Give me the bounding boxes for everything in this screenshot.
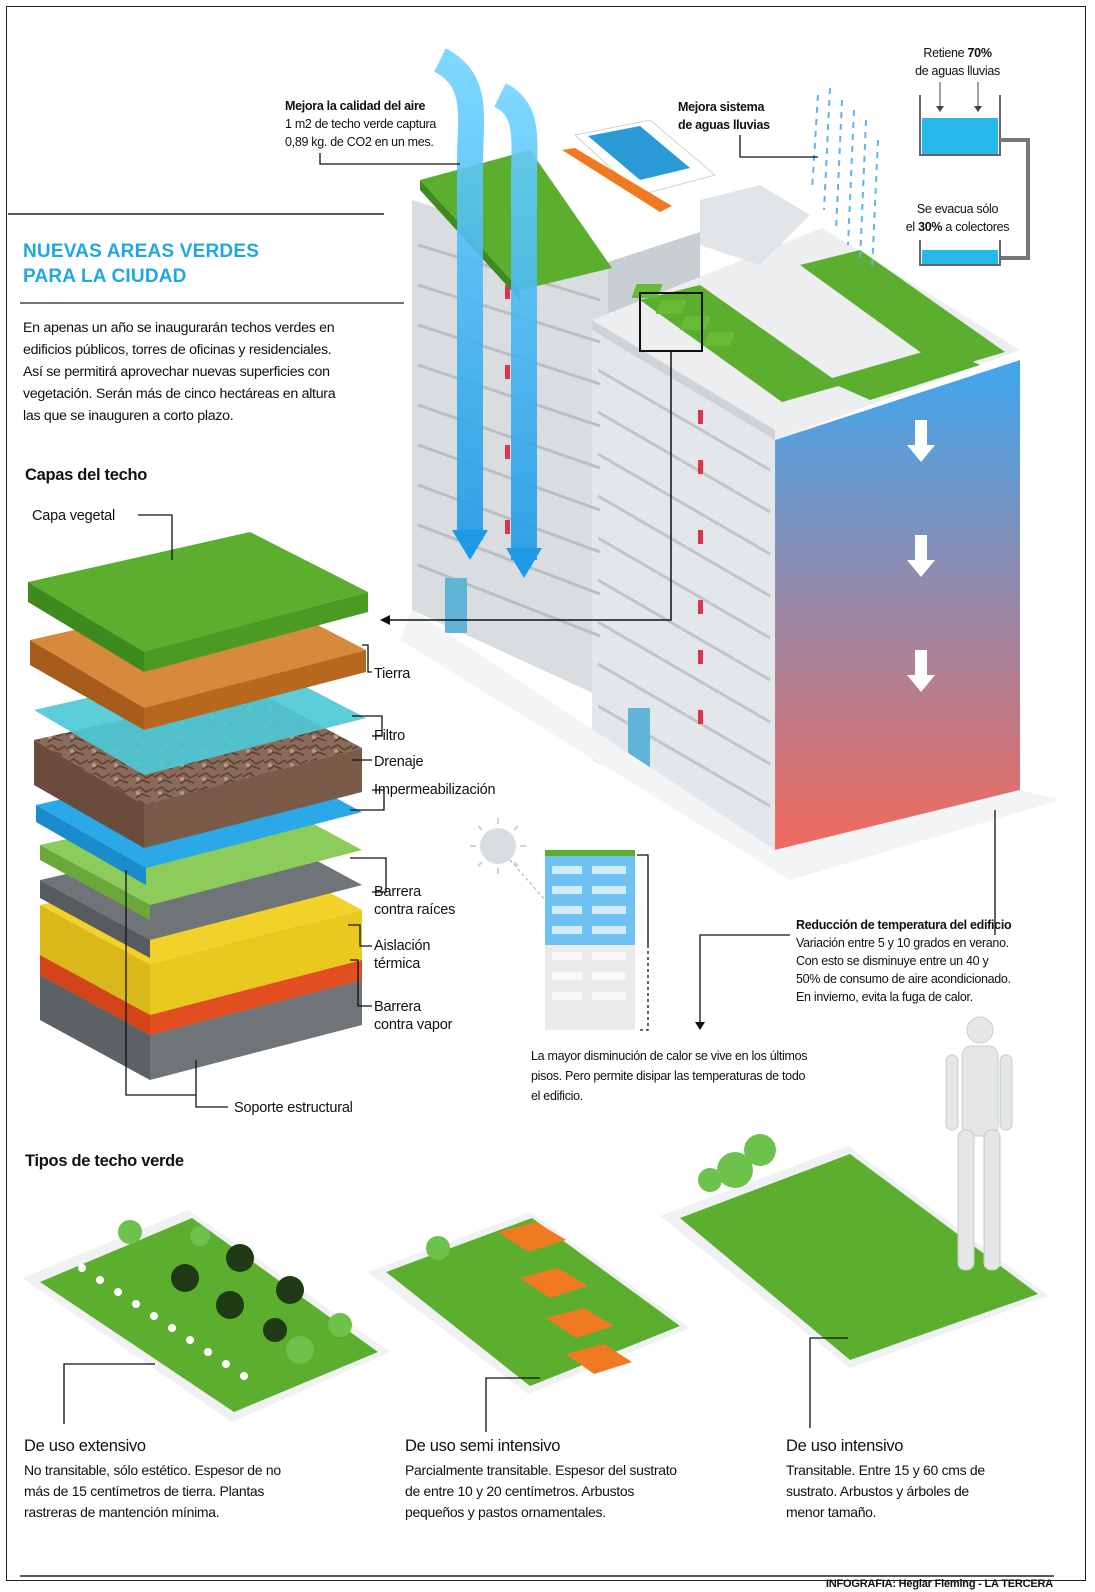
credit-brand: LA TERCERA [984, 1578, 1054, 1590]
intro-line: vegetación. Serán más de cinco hectáreas… [23, 386, 336, 402]
type-desc-line: rastreras de mantención mínima. [24, 1504, 220, 1520]
evacuation-text: Se evacua sólo [916, 202, 999, 216]
rain-system-callout: Mejora sistema de aguas lluvias [678, 98, 770, 134]
air-quality-callout: Mejora la calidad del aire 1 m2 de techo… [285, 97, 436, 151]
retention-label: Retiene 70% de aguas lluvias [900, 44, 1015, 80]
page-title: NUEVAS AREAS VERDES PARA LA CIUDAD [23, 239, 259, 289]
layer-label-aislacion: Aislación térmica [374, 937, 430, 973]
roof-layers-stack [28, 532, 368, 1080]
layer-label-vegetal: Capa vegetal [32, 508, 116, 524]
intro-paragraph: En apenas un año se inaugurarán techos v… [23, 317, 408, 427]
air-callout-line: 1 m2 de techo verde captura [285, 117, 437, 131]
type-title: De uso intensivo [786, 1437, 904, 1455]
layer-label-line: térmica [374, 956, 421, 972]
type-intensive: De uso intensivo Transitable. Entre 15 y… [786, 1437, 1056, 1523]
layer-label-drenaje: Drenaje [374, 754, 424, 770]
evacuation-label: Se evacua sólo el 30% a colectores [890, 200, 1025, 236]
credit-prefix: INFOGRAFIA: Heglar Fleming - [825, 1578, 985, 1590]
layer-label-impermeabilizacion: Impermeabilización [374, 782, 496, 798]
infographic-frame [6, 6, 1086, 1581]
heat-note-line: La mayor disminución de calor se vive en… [531, 1049, 808, 1063]
intro-line: edificios públicos, torres de oficinas y… [23, 342, 332, 358]
type-extensive: De uso extensivo No transitable, sólo es… [24, 1437, 364, 1523]
title-line-2: PARA LA CIUDAD [23, 266, 187, 287]
temperature-line: 50% de consumo de aire acondicionado. [796, 972, 1011, 986]
temperature-callout: Reducción de temperatura del edificio Va… [796, 916, 1066, 1006]
type-desc-line: Transitable. Entre 15 y 60 cms de [786, 1462, 985, 1478]
air-callout-title: Mejora la calidad del aire [285, 99, 426, 113]
type-desc-line: menor tamaño. [786, 1504, 877, 1520]
layer-label-line: Barrera [374, 884, 421, 900]
rain-callout-line: Mejora sistema [678, 100, 765, 114]
heat-note-line: el edificio. [531, 1089, 583, 1103]
layer-label-barrera-vapor: Barrera contra vapor [374, 998, 452, 1034]
type-desc-line: pequeños y pastos ornamentales. [405, 1504, 606, 1520]
heat-note: La mayor disminución de calor se vive en… [531, 1046, 871, 1106]
temperature-title: Reducción de temperatura del edificio [796, 918, 1012, 932]
layer-label-line: contra vapor [374, 1017, 453, 1033]
retention-text: de aguas lluvias [915, 64, 1000, 78]
retention-percent: 70% [967, 46, 992, 60]
intro-line: las que se inauguren a corto plazo. [23, 408, 234, 424]
heat-note-line: pisos. Pero permite disipar las temperat… [531, 1069, 806, 1083]
type-desc-line: más de 15 centímetros de tierra. Plantas [24, 1483, 265, 1499]
rain-callout-line: de aguas lluvias [678, 118, 770, 132]
intro-line: Así se permitirá aprovechar nuevas super… [23, 364, 330, 380]
type-desc-line: No transitable, sólo estético. Espesor d… [24, 1462, 281, 1478]
type-desc-line: sustrato. Arbustos y árboles de [786, 1483, 969, 1499]
type-title: De uso semi intensivo [405, 1437, 561, 1455]
type-semi-intensive: De uso semi intensivo Parcialmente trans… [405, 1437, 755, 1523]
layer-label-line: contra raíces [374, 902, 456, 918]
building-illustration [380, 48, 1060, 880]
layers-heading: Capas del techo [25, 466, 148, 484]
evacuation-text: el [905, 220, 915, 234]
roof-type-intensive-illustration [660, 1016, 1048, 1368]
intro-line: En apenas un año se inaugurarán techos v… [23, 320, 335, 336]
roof-type-semi-intensive-illustration [368, 1212, 690, 1394]
air-callout-line: 0,89 kg. de CO2 en un mes. [285, 135, 434, 149]
credit-line: INFOGRAFIA: Heglar Fleming - LA TERCERA [826, 1578, 1053, 1590]
roof-type-extensive-illustration [22, 1210, 390, 1422]
types-heading: Tipos de techo verde [25, 1152, 184, 1170]
type-desc-line: Parcialmente transitable. Espesor del su… [405, 1462, 677, 1478]
temperature-line: Variación entre 5 y 10 grados en verano. [796, 936, 1009, 950]
title-line-1: NUEVAS AREAS VERDES [23, 241, 260, 262]
layer-label-tierra: Tierra [374, 666, 411, 682]
retention-diagram [919, 82, 1030, 266]
layer-label-filtro: Filtro [374, 728, 406, 744]
type-desc-line: de entre 10 y 20 centímetros. Arbustos [405, 1483, 635, 1499]
layer-label-soporte: Soporte estructural [234, 1100, 353, 1116]
type-title: De uso extensivo [24, 1437, 146, 1455]
layer-label-barrera-raices: Barrera contra raíces [374, 883, 455, 919]
retention-text: Retiene [923, 46, 965, 60]
small-tower-diagram [470, 818, 649, 1031]
layer-label-line: Barrera [374, 999, 421, 1015]
evacuation-text: a colectores [945, 220, 1010, 234]
layer-label-line: Aislación [374, 938, 431, 954]
evacuation-percent: 30% [918, 220, 943, 234]
temperature-line: En invierno, evita la fuga de calor. [796, 990, 973, 1004]
temperature-line: Con esto se disminuye entre un 40 y [796, 954, 989, 968]
